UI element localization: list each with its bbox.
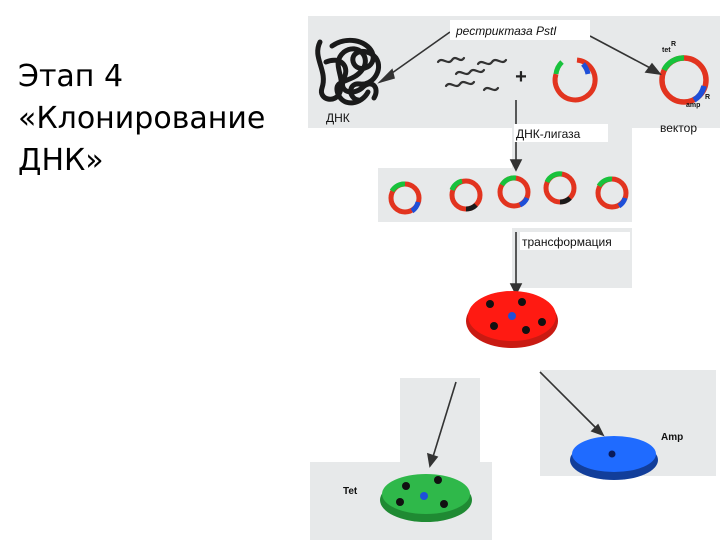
recombinant-plasmids xyxy=(388,171,629,215)
marker-tet: tet xyxy=(662,47,671,54)
ligase-label: ДНК-лигаза xyxy=(516,127,581,141)
plate-tet-label: Tet xyxy=(343,486,358,497)
cut-plasmid xyxy=(552,57,598,103)
dna-fragments xyxy=(436,56,508,92)
flow-arrows xyxy=(426,100,605,468)
marker-r2: R xyxy=(705,94,710,101)
petri-dish-tet xyxy=(380,474,472,522)
petri-dish-amp xyxy=(570,436,658,480)
dna-label: ДНК xyxy=(326,111,350,125)
vector-label: вектор xyxy=(660,121,697,135)
enzyme-arrows xyxy=(377,31,662,84)
marker-amp: amp xyxy=(686,102,700,109)
plasmid-1 xyxy=(388,181,422,215)
slide-title: Этап 4 «Клонирование ДНК» xyxy=(18,59,266,178)
enzyme-label: рестриктаза PstI xyxy=(455,24,557,38)
plus-sign: + xyxy=(515,66,527,88)
petri-dish-mixed xyxy=(466,291,558,348)
plasmid-2 xyxy=(449,178,483,212)
plasmid-4 xyxy=(543,171,577,205)
transformation-label: трансформация xyxy=(522,235,612,249)
plate-amp-label: Amp xyxy=(661,432,683,443)
labels: рестриктаза PstI ДНК ДНК-лигаза вектор т… xyxy=(326,20,697,497)
genomic-dna-tangle xyxy=(315,37,382,106)
background-panels xyxy=(308,16,720,540)
vector-plasmid xyxy=(659,55,709,105)
marker-r1: R xyxy=(671,41,676,48)
plasmid-5 xyxy=(595,176,629,210)
plasmid-3 xyxy=(497,175,531,209)
vector-markers: R tet R amp xyxy=(662,41,710,109)
